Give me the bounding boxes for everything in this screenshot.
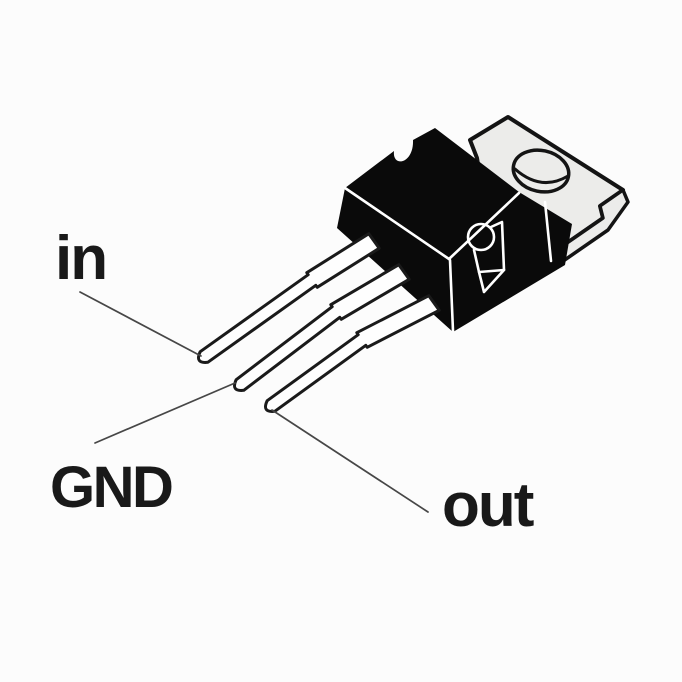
out-leader-line [271,409,429,513]
body-front-corner-ridge [448,258,455,333]
mounting-hole-chamfer-arc [513,167,570,185]
in-leader-line [79,291,202,357]
keyhole-point [477,268,506,294]
body-top-front-ridge [343,186,451,261]
lead-out [264,294,441,413]
label-in: in [55,224,108,293]
lead-in [197,232,381,364]
body-top-right-ridge [447,191,521,261]
gnd-leader-line [94,382,236,444]
label-out: out [442,471,534,540]
body-edge-highlights [343,186,553,333]
keyhole-bulb [466,222,496,252]
body-silhouette [337,128,572,332]
body-right-face-ridge [543,200,553,263]
leads [197,232,441,413]
keyhole-cutout [466,220,506,294]
plastic-body [337,128,572,333]
lead-gnd [233,263,411,392]
label-gnd: GND [50,455,174,520]
leader-lines [79,291,429,513]
